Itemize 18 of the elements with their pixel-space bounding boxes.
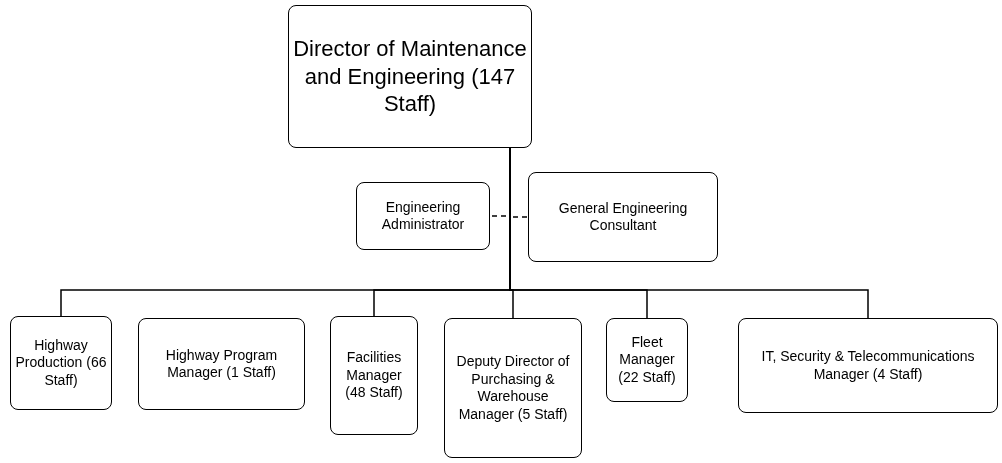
box-label: Highway Production (66 Staff) <box>15 336 107 390</box>
org-box <box>288 5 532 148</box>
box-label: IT, Security & Telecommunications Manager (4 Staff) <box>760 348 976 383</box>
box-label: Highway Program Manager (1 Staff) <box>164 346 279 382</box>
org-box <box>138 318 305 410</box>
box-label: General Engineering Consultant <box>557 199 689 235</box>
org-box <box>738 318 998 413</box>
org-box <box>528 172 718 262</box>
org-box <box>606 318 688 402</box>
box-label: Director of Maintenance and Engineering (147 Staff) <box>293 35 527 118</box>
org-box <box>330 316 418 435</box>
box-label: Deputy Director of Purchasing & Warehouse Manager (5 Staff) <box>455 353 571 423</box>
box-label: Facilities Manager (48 Staff) <box>344 349 404 402</box>
org-box <box>356 182 490 250</box>
org-box <box>444 318 582 458</box>
box-label: Fleet Manager (22 Staff) <box>617 333 677 387</box>
org-box <box>10 316 112 410</box>
box-label: Engineering Administrator <box>380 198 466 234</box>
